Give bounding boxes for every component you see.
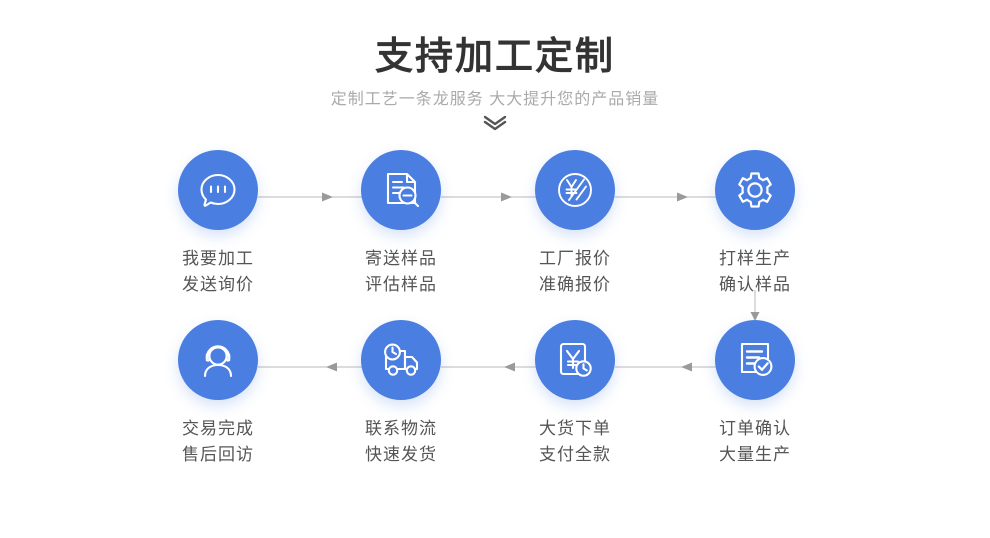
flow-step-8[interactable]: 交易完成 售后回访 [138,320,298,468]
page-subtitle: 定制工艺一条龙服务 大大提升您的产品销量 [330,91,660,108]
flow-step-6-label: 大货下单 支付全款 [539,419,611,464]
flow-step-1[interactable]: 我要加工 发送询价 [138,150,298,298]
gear-icon [731,166,779,214]
document-check-icon [731,336,779,384]
flow-step-5-circle[interactable] [715,320,795,400]
flow-step-8-circle[interactable] [178,320,258,400]
flow-step-2[interactable]: 寄送样品 评估样品 [321,150,481,298]
flow-step-5-label: 订单确认 大量生产 [719,419,791,464]
flow-step-4[interactable]: 打样生产 确认样品 [675,150,835,298]
double-chevron-down-icon [482,114,508,137]
flow-step-3[interactable]: 工厂报价 准确报价 [495,150,655,298]
flow-step-6-circle[interactable] [535,320,615,400]
document-search-icon [377,166,425,214]
flow-step-4-label: 打样生产 确认样品 [719,249,791,294]
flow-step-2-circle[interactable] [361,150,441,230]
flow-step-7[interactable]: 联系物流 快速发货 [321,320,481,468]
flow-step-2-label: 寄送样品 评估样品 [365,249,437,294]
flow-step-7-circle[interactable] [361,320,441,400]
flow-step-8-label: 交易完成 售后回访 [182,419,254,464]
flow-row-1-steps: 我要加工 发送询价 [0,150,990,330]
flow-step-1-label: 我要加工 发送询价 [182,249,254,294]
headset-support-icon [194,336,242,384]
flow-step-3-label: 工厂报价 准确报价 [539,249,611,294]
flow-step-6[interactable]: 大货下单 支付全款 [495,320,655,468]
payment-yen-clock-icon [551,336,599,384]
flow-step-1-circle[interactable] [178,150,258,230]
yen-circle-icon [551,166,599,214]
chat-bubble-icon [194,166,242,214]
flow-step-7-label: 联系物流 快速发货 [365,419,437,464]
flow-row-1: 我要加工 发送询价 [0,150,990,330]
flow-step-3-circle[interactable] [535,150,615,230]
flow-step-4-circle[interactable] [715,150,795,230]
flow-row-2: 交易完成 售后回访 [0,320,990,500]
header: 支持加工定制 定制工艺一条龙服务 大大提升您的产品销量 [0,0,990,135]
chevron-container [0,115,990,135]
flow-row-2-steps: 交易完成 售后回访 [0,320,990,500]
page-title: 支持加工定制 [374,36,615,78]
delivery-truck-clock-icon [377,336,425,384]
connector-arrow-down [748,290,762,324]
flow-step-5[interactable]: 订单确认 大量生产 [675,320,835,468]
